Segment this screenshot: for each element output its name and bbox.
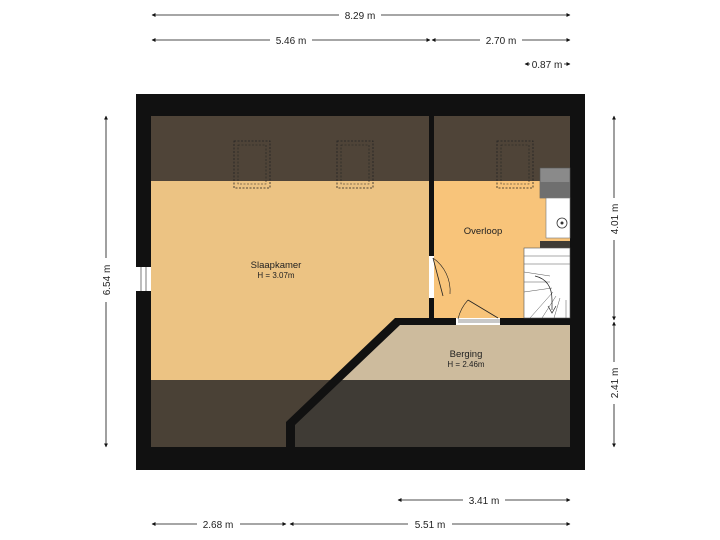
dimension-label: 6.54 m <box>102 265 113 296</box>
dimension-bottom-right: 5.51 m <box>289 520 571 531</box>
stair-arrow-icon <box>547 305 557 314</box>
skylight-1 <box>233 140 271 189</box>
dimension-label: 2.68 m <box>203 520 234 531</box>
dimension-right-lower: 2.41 m <box>610 321 621 448</box>
dimension-right-upper: 4.01 m <box>610 115 621 321</box>
room-height-slaapkamer: H = 3.07m <box>257 271 294 280</box>
skylight-2 <box>336 140 374 189</box>
room-label-berging: Berging <box>450 349 483 360</box>
dimension-top-right: 2.70 m <box>431 36 571 47</box>
overloop-floor <box>434 181 570 318</box>
dimension-top-small: 0.87 m <box>524 60 571 71</box>
dimension-left-height: 6.54 m <box>102 115 113 448</box>
dimension-label: 8.29 m <box>345 11 376 22</box>
dimension-label: 2.41 m <box>610 368 621 399</box>
dimension-bottom-left: 2.68 m <box>151 520 287 531</box>
boiler-unit <box>539 167 571 239</box>
roof-slope-bottom-left <box>151 380 330 447</box>
dimension-label: 5.51 m <box>415 520 446 531</box>
skylight-3 <box>496 140 534 189</box>
room-label-overloop: Overloop <box>464 226 503 237</box>
berging-floor <box>330 325 570 380</box>
dimension-top-left: 5.46 m <box>151 36 431 47</box>
roof-slope-top <box>151 116 570 181</box>
dimension-label: 4.01 m <box>610 204 621 235</box>
staircase <box>523 247 571 319</box>
door-berging <box>456 299 500 325</box>
dimension-bottom-upper: 3.41 m <box>397 496 571 507</box>
dimension-label: 2.70 m <box>486 36 517 47</box>
room-label-slaapkamer: Slaapkamer <box>251 260 302 271</box>
dimension-label: 3.41 m <box>469 496 500 507</box>
dimension-label: 5.46 m <box>276 36 307 47</box>
dimension-top-total: 8.29 m <box>151 11 571 22</box>
diagonal-wall <box>286 318 400 447</box>
interior-wall-horizontal-left <box>395 318 456 325</box>
room-height-berging: H = 2.46m <box>447 360 484 369</box>
interior-wall-vertical-lower <box>429 298 434 322</box>
door-slaapkamer <box>429 256 451 298</box>
dimension-label: 0.87 m <box>532 60 563 71</box>
interior-wall-horizontal-right <box>500 318 570 325</box>
window-left <box>136 267 151 291</box>
interior-wall-vertical <box>429 116 434 256</box>
